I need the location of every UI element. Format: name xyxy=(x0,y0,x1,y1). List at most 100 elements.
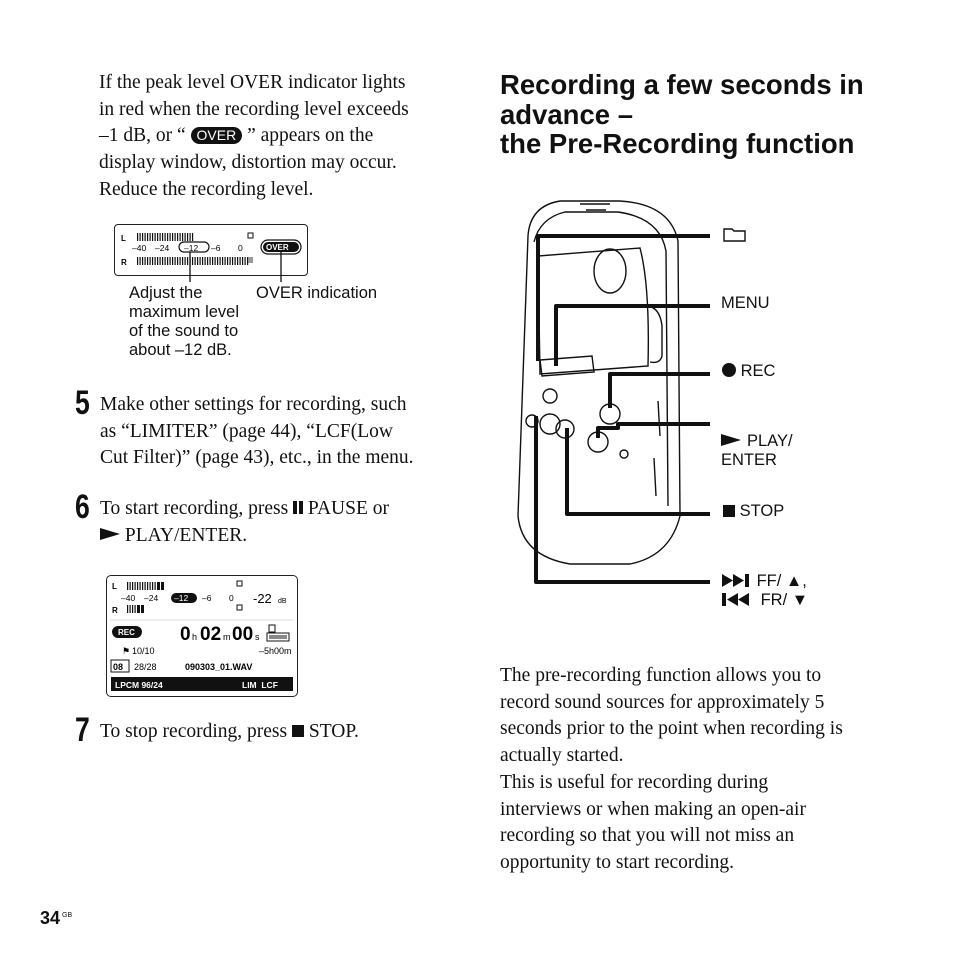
track-number: 10/10 xyxy=(132,646,155,656)
jog-button xyxy=(539,413,561,435)
over-indicator xyxy=(263,242,299,252)
device-edge xyxy=(533,211,669,507)
memory-icon xyxy=(268,624,276,633)
elapsed-seconds-unit: s xyxy=(255,632,260,642)
leader-menu xyxy=(554,304,710,366)
previous-track-icon xyxy=(722,593,749,606)
channel-right-label: R xyxy=(121,258,127,267)
folder-box xyxy=(110,659,130,673)
leader-play xyxy=(596,422,710,438)
file-count: 28/28 xyxy=(134,662,157,672)
pause-icon xyxy=(293,501,298,514)
caption-leader-lines xyxy=(189,252,282,282)
step-number: 5 xyxy=(75,384,90,422)
stop-label-row: STOP xyxy=(723,502,784,521)
section-heading: Recording a few seconds in advance – the… xyxy=(500,69,864,159)
rec-label-row: REC xyxy=(722,362,775,381)
scale-label: –24 xyxy=(144,593,158,603)
play-enter-label: PLAY/ ENTER xyxy=(721,432,793,469)
leader-ff-fr xyxy=(534,416,710,584)
scale-label: –6 xyxy=(202,593,212,603)
battery-icon xyxy=(266,632,290,642)
rec-indicator xyxy=(112,626,142,638)
peak-hold-box xyxy=(236,580,243,587)
target-marker xyxy=(178,241,210,253)
right-channel-bar xyxy=(127,605,144,613)
stop-icon xyxy=(723,505,735,517)
elapsed-hours: 0 xyxy=(180,624,191,645)
mic-window xyxy=(593,248,627,294)
scale-label-target: –12 xyxy=(184,243,198,253)
scale-label: –24 xyxy=(155,243,169,253)
level-meter-graphic: L R –40 –24 –12 –6 0 OVER xyxy=(121,232,302,267)
device-screen xyxy=(537,247,650,375)
status-bar xyxy=(111,677,293,691)
folder-number: 08 xyxy=(113,662,123,672)
over-label: OVER xyxy=(266,243,289,252)
pause-icon xyxy=(299,501,304,514)
level-meter-figure: L R –40 –24 –12 –6 0 OVER xyxy=(114,224,308,276)
leader-rec xyxy=(608,372,710,408)
menu-label: MENU xyxy=(721,294,770,312)
lcd-display-figure: L R –40 –24 –12 –6 0 -22 dB REC 0 h 02 m… xyxy=(106,575,298,697)
step-6-text: To start recording, press PAUSE or PLAY/… xyxy=(100,498,390,546)
intro-line: If the peak level OVER indicator lights xyxy=(99,72,406,93)
level-value: -22 xyxy=(253,591,272,606)
intro-line: display window, distortion may occur. xyxy=(99,152,397,174)
ff-button xyxy=(542,388,558,404)
channel-right-label: R xyxy=(112,606,118,615)
recording-format: LPCM 96/24 xyxy=(115,680,163,690)
side-switch xyxy=(647,305,663,364)
elapsed-hours-unit: h xyxy=(192,632,197,642)
elapsed-minutes-unit: m xyxy=(223,632,231,642)
step-number: 7 xyxy=(75,711,90,749)
channel-left-label: L xyxy=(121,234,126,243)
channel-left-label: L xyxy=(112,582,117,591)
intro-paragraph: If the peak level OVER indicator lights … xyxy=(99,70,459,204)
top-grille xyxy=(580,203,610,211)
limiter-lcf-flags: LIM LCF xyxy=(242,680,278,690)
folder-icon xyxy=(723,226,747,242)
side-ridge xyxy=(653,400,661,497)
page-suffix: GB xyxy=(62,912,73,919)
meter-caption-right: OVER indication xyxy=(256,284,378,302)
step-7-text: To stop recording, press STOP. xyxy=(100,721,359,742)
intro-line: Reduce the recording level. xyxy=(99,178,314,200)
meter-caption-left: Adjust the maximum level of the sound to… xyxy=(129,284,240,359)
step-5-text: Make other settings for recording, such … xyxy=(100,394,414,469)
lcd-display-graphic: L R –40 –24 –12 –6 0 -22 dB REC 0 h 02 m… xyxy=(110,580,293,691)
peak-hold-box xyxy=(236,604,243,611)
peak-hold-box xyxy=(247,232,254,239)
ic-recorder-illustration xyxy=(517,200,710,584)
left-channel-bar xyxy=(127,582,164,590)
leader-stop xyxy=(565,428,710,516)
rec-label: REC xyxy=(118,628,135,637)
peak-hold-fill xyxy=(248,257,253,263)
battery-level-icon xyxy=(269,635,287,639)
intro-line: –1 dB, or “ OVER ” appears on the xyxy=(99,125,374,147)
elapsed-seconds: 00 xyxy=(232,624,253,645)
stop-icon xyxy=(291,725,304,737)
intro-line: in red when the recording level exceeds xyxy=(99,98,409,120)
ff-fr-label: FF/ ▲, FR/ ▼ xyxy=(722,572,808,610)
led-dot xyxy=(619,449,629,459)
elapsed-minutes: 02 xyxy=(200,624,221,645)
description-paragraph: The pre-recording function allows you to… xyxy=(500,665,843,873)
left-channel-bar xyxy=(137,233,194,241)
flag-icon: ⚑ xyxy=(122,646,130,656)
play-icon xyxy=(100,527,120,540)
scale-label: 0 xyxy=(238,243,243,253)
button-strip xyxy=(539,355,595,377)
scale-label: –40 xyxy=(132,243,146,253)
level-unit: dB xyxy=(278,598,287,605)
scale-label-target: –12 xyxy=(174,593,188,603)
device-body xyxy=(517,200,681,565)
play-icon xyxy=(721,434,741,446)
right-channel-bar xyxy=(137,257,249,265)
step-number: 6 xyxy=(75,488,90,526)
target-marker xyxy=(171,593,197,603)
remaining-time: –5h00m xyxy=(259,646,292,656)
next-track-icon xyxy=(722,574,749,587)
scale-label: –6 xyxy=(211,243,221,253)
